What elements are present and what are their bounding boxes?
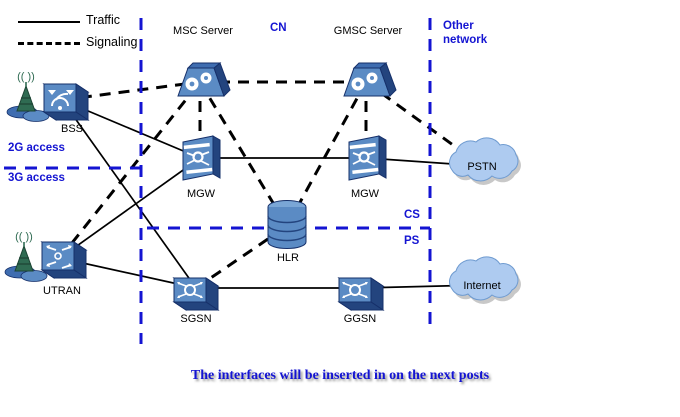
legend-label: Signaling bbox=[86, 35, 138, 49]
access-icon bbox=[7, 71, 88, 122]
node-mgw-right-label: MGW bbox=[350, 188, 380, 200]
router-icon bbox=[338, 277, 384, 311]
node-hlr-label: HLR bbox=[276, 252, 300, 264]
node-pstn-label: PSTN bbox=[467, 161, 497, 173]
caption-text: The interfaces will be inserted in on th… bbox=[190, 368, 490, 383]
node-ggsn-icon[interactable] bbox=[338, 277, 384, 311]
zone-label-access-3g: 3G access bbox=[8, 172, 65, 184]
server-icon bbox=[177, 62, 231, 97]
legend-label: Traffic bbox=[86, 13, 121, 27]
router-icon bbox=[173, 277, 219, 311]
node-gmsc-server-icon[interactable] bbox=[343, 62, 397, 97]
node-mgw-left-label: MGW bbox=[186, 188, 216, 200]
node-hlr-icon[interactable] bbox=[267, 199, 307, 250]
zone-label-core-network: CN bbox=[270, 22, 287, 34]
zone-label-other-network-line1: Other bbox=[443, 20, 474, 32]
zone-label-circuit-switched: CS bbox=[404, 209, 420, 221]
node-gmsc-server-label: GMSC Server bbox=[333, 25, 403, 37]
gateway-icon bbox=[347, 134, 388, 182]
dashed-line-icon bbox=[18, 42, 80, 45]
link-bss-to-sgsn-traffic bbox=[61, 99, 197, 289]
node-mgw-right-icon[interactable] bbox=[347, 134, 388, 182]
node-utran-icon[interactable] bbox=[5, 231, 86, 282]
node-mgw-left-icon[interactable] bbox=[181, 134, 222, 182]
solid-line-icon bbox=[18, 21, 80, 23]
link-utran-to-mgw-left-traffic bbox=[59, 157, 201, 259]
server-icon bbox=[343, 62, 397, 97]
link-msc-server-to-hlr-signaling bbox=[198, 81, 289, 227]
zone-label-other-network-line2: network bbox=[443, 34, 488, 46]
node-internet-label: Internet bbox=[463, 280, 501, 292]
node-bss-label: BSS bbox=[60, 123, 84, 135]
node-utran-label: UTRAN bbox=[43, 285, 81, 297]
access-router-icon bbox=[5, 231, 86, 282]
node-msc-server-label: MSC Server bbox=[173, 25, 233, 37]
node-sgsn-label: SGSN bbox=[180, 313, 212, 325]
node-sgsn-icon[interactable] bbox=[173, 277, 219, 311]
node-ggsn-label: GGSN bbox=[343, 313, 377, 325]
zone-label-packet-switched: PS bbox=[404, 235, 420, 247]
node-bss-icon[interactable] bbox=[7, 71, 88, 122]
zone-label-access-2g: 2G access bbox=[8, 142, 65, 154]
gateway-icon bbox=[181, 134, 222, 182]
database-icon bbox=[267, 199, 307, 250]
node-msc-server-icon[interactable] bbox=[177, 62, 231, 97]
